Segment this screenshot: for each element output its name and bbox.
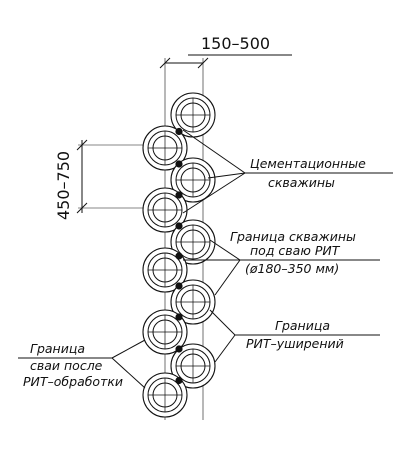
depth-dimension: 450–750	[54, 139, 160, 220]
leader-pile-1	[111, 339, 146, 359]
label-rit-hole-line-3: (ø180–350 мм)	[245, 261, 339, 276]
pile-column	[142, 92, 216, 418]
label-pile-boundary: Граница сваи после РИТ–обработки	[23, 341, 123, 389]
label-pile-line-3: РИТ–обработки	[23, 374, 123, 389]
cement-hole-dot-4	[175, 252, 183, 260]
cement-hole-dot-5	[175, 282, 183, 290]
spacing-tick-right	[197, 57, 209, 69]
cement-hole-dot-2	[175, 191, 183, 199]
label-rit-hole-line-2: под сваю РИТ	[250, 243, 341, 258]
label-rit-hole-boundary: Граница скважины под сваю РИТ (ø180–350 …	[230, 229, 356, 276]
cement-hole-dot-6	[175, 313, 183, 321]
label-cement-holes: Цементационные скважины	[250, 156, 366, 190]
label-cement-line-1: Цементационные	[250, 156, 366, 171]
cement-hole-dot-0	[175, 127, 183, 136]
depth-tick-top	[76, 139, 88, 151]
depth-tick-bottom	[76, 202, 88, 214]
leader-cement-1	[182, 129, 246, 174]
leader-broadening-1	[209, 309, 236, 336]
cement-hole-dot-3	[175, 222, 183, 230]
leader-lines	[18, 129, 393, 389]
leader-cement-2	[207, 172, 246, 179]
label-rit-broadening: Граница РИТ–уширений	[246, 318, 344, 351]
label-rit-hole-line-1: Граница скважины	[230, 229, 356, 244]
depth-dimension-text: 450–750	[54, 151, 73, 220]
label-broadening-line-2: РИТ–уширений	[246, 336, 344, 351]
spacing-dimension-text: 150–500	[201, 34, 270, 53]
leader-rit-hole-1	[209, 239, 241, 261]
leader-broadening-2	[214, 334, 236, 363]
label-pile-line-2: сваи после	[30, 358, 103, 373]
label-pile-line-1: Граница	[30, 341, 85, 356]
leader-pile-2	[111, 357, 146, 389]
cement-hole-dot-8	[175, 376, 183, 385]
label-cement-line-2: скважины	[268, 175, 335, 190]
cement-hole-dot-1	[175, 160, 183, 168]
label-broadening-line-1: Граница	[275, 318, 330, 333]
cement-hole-dot-7	[175, 345, 183, 353]
leader-cement-3	[182, 172, 246, 214]
leader-rit-hole-3	[214, 259, 241, 296]
spacing-tick-left	[159, 57, 171, 69]
